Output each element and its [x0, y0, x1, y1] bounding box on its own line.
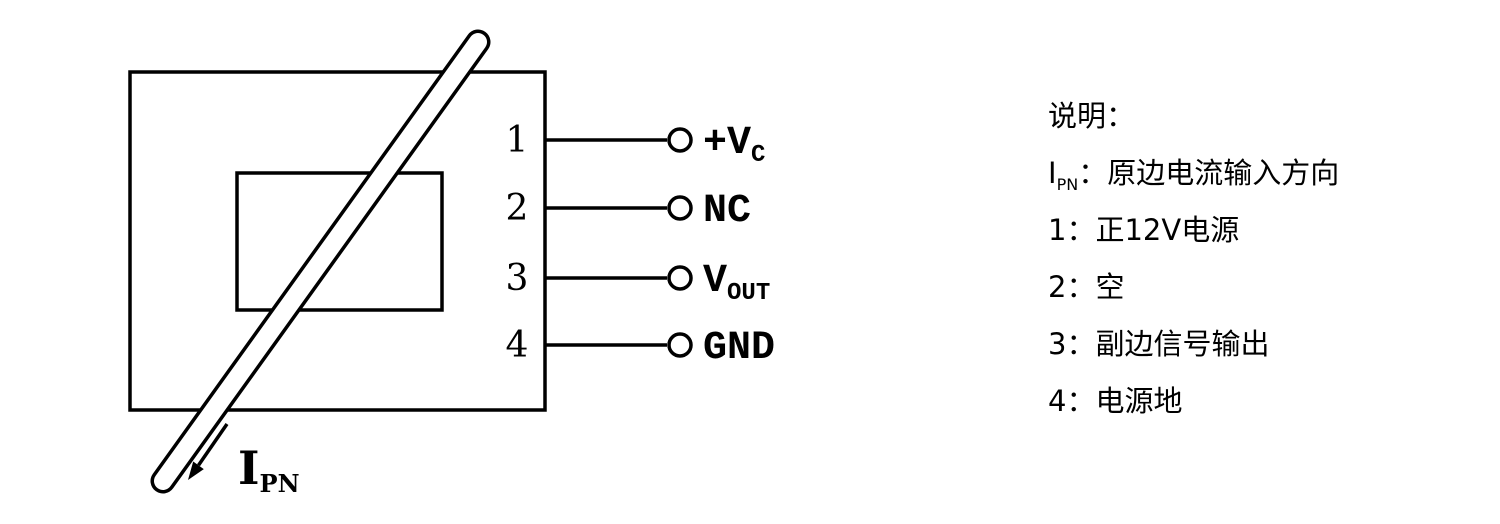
pin-3-number: 3	[506, 258, 529, 299]
pin-1-label: +VC	[703, 121, 765, 169]
legend-item-2-text: ：空	[1066, 270, 1125, 304]
current-direction-arrow	[188, 423, 229, 480]
pin-4-label: GND	[703, 326, 775, 371]
pin-2-label-main: NC	[703, 189, 751, 234]
pin-2-label: NC	[703, 189, 751, 234]
legend-item-4: 4：电源地	[1048, 373, 1339, 430]
pin-3-label-subscript: OUT	[727, 280, 770, 307]
pin-1-label-main: +V	[703, 121, 751, 166]
legend-item-ipn-text: ：原边电流输入方向	[1078, 156, 1340, 190]
legend-item-1: 1：正12V电源	[1048, 202, 1339, 259]
arrow-head-icon	[188, 461, 204, 480]
primary-conductor-fill	[154, 33, 487, 490]
pin-1: 1 +VC	[506, 120, 766, 169]
pin-3-label-main: V	[703, 259, 727, 304]
legend-item-2-symbol: 2	[1048, 270, 1067, 304]
legend-item-3: 3：副边信号输出	[1048, 316, 1339, 373]
legend-item-3-symbol: 3	[1048, 327, 1067, 361]
pin-2-terminal	[667, 195, 693, 221]
sensor-pinout-diagram: IPN 1 +VC 2 NC 3 VOUT 4 GND	[128, 29, 775, 498]
arrow-shaft	[197, 423, 229, 467]
pin-2: 2 NC	[506, 188, 751, 234]
pin-4-terminal	[667, 332, 693, 358]
legend-item-1-symbol: 1	[1048, 213, 1067, 247]
legend-title: 说明：	[1048, 99, 1136, 133]
legend-item-2: 2：空	[1048, 259, 1339, 316]
pin-4-label-main: GND	[703, 326, 775, 371]
legend-item-3-text: ：副边信号输出	[1066, 327, 1270, 361]
legend-item-ipn-subscript: PN	[1056, 174, 1079, 194]
pin-4: 4 GND	[506, 325, 775, 371]
legend-item-ipn-symbol: I	[1048, 156, 1057, 190]
legend-item-4-symbol: 4	[1048, 384, 1067, 418]
pin-3: 3 VOUT	[506, 258, 771, 307]
pin-1-terminal	[667, 127, 693, 153]
pin-3-terminal	[667, 265, 693, 291]
legend-item-1-text: ：正12V电源	[1066, 213, 1240, 247]
legend-item-4-text: ：电源地	[1066, 384, 1183, 418]
legend: 说明： IPN：原边电流输入方向 1：正12V电源 2：空 3：副边信号输出 4…	[1048, 88, 1339, 430]
pin-3-label: VOUT	[703, 259, 770, 307]
current-label-subscript: PN	[260, 469, 300, 498]
legend-item-ipn: IPN：原边电流输入方向	[1048, 145, 1339, 202]
current-label-main: I	[238, 441, 260, 495]
current-label: IPN	[238, 441, 300, 498]
pin-1-number: 1	[506, 120, 529, 161]
pin-1-label-subscript: C	[751, 142, 765, 169]
pin-2-number: 2	[506, 188, 529, 229]
pin-4-number: 4	[506, 325, 529, 366]
